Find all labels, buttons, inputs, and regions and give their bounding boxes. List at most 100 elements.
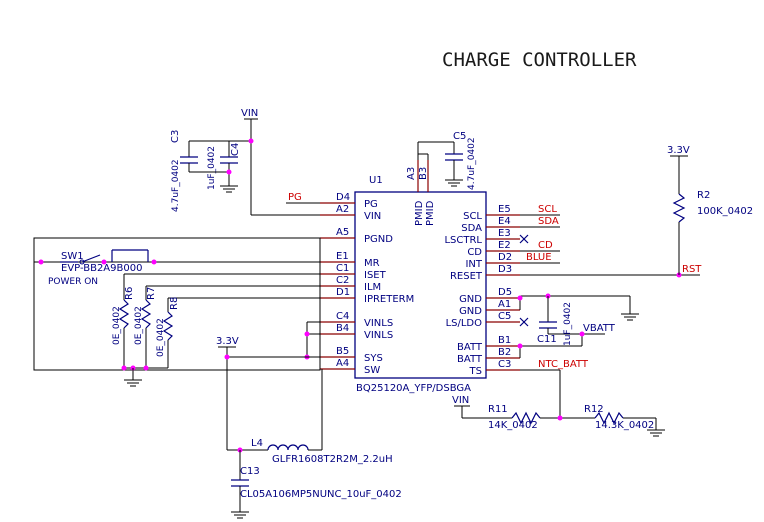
c5-value: 4.7uF_0402 [467,137,477,190]
pmid-section: C5 4.7uF_0402 [417,131,477,190]
r2-ref: R2 [697,190,710,201]
r12-value: 14.3K_0402 [595,420,654,431]
pin-name: SCL [463,211,482,222]
pin-name: TS [469,366,482,377]
pin-num: A1 [498,299,511,310]
pin-name: SDA [461,223,482,234]
junction-dot [557,415,563,421]
junction-dot [517,295,523,301]
junction-dot [224,354,230,360]
pin-num: D4 [336,192,350,203]
r6-ref: R6 [124,287,135,300]
r8-value: 0E_0402 [156,318,166,357]
pin-name: CD [467,247,482,258]
pin-name: VIN [364,211,381,222]
pin-name: GND [459,294,482,305]
resistor-r12-body [594,411,624,425]
ic-u1-part-number: BQ25120A_YFP/DSBGA [356,383,471,394]
net-label-rst: RST [682,264,702,275]
pin-num: B5 [336,346,349,357]
switch-frame [33,237,321,371]
resistor-r2-body [672,193,686,223]
pin-name: SW [364,365,380,376]
pin-name: PMID [425,200,436,226]
junction-dot [121,365,127,371]
resistor-r7-body [140,299,152,329]
r11-ref: R11 [488,404,508,415]
sys-output-section: 3.3V L4 GLFR1608T2R2M_2.2uH C13 CL05A106… [216,321,402,519]
r8-ref: R8 [169,297,180,310]
pin-num: C5 [498,311,511,322]
pin-name: GND [459,306,482,317]
pin-name: BATT [457,342,483,353]
junction-dot [517,343,523,349]
sw1-value: EVP-BB2A9B000 [61,263,142,274]
c3-value: 4.7uF_0402 [171,159,181,212]
resistor-r8-body [162,311,174,341]
pin-num: E2 [498,240,511,251]
r11-value: 14K_0402 [488,420,538,431]
pin-num: E5 [498,204,511,215]
pin-name: VINLS [364,318,393,329]
c11-value: 1uF_0402 [563,302,573,346]
net-label-pg: PG [288,192,302,203]
pin-name: LSCTRL [444,235,482,246]
schematic-title: CHARGE CONTROLLER [442,49,637,71]
pin-name: SYS [364,353,383,364]
pin-name: PMID [414,200,425,226]
sw1-ref: SW1 [61,251,84,262]
net-label-ntc-batt: NTC_BATT [538,359,589,370]
resistor-r11-body [511,411,541,425]
pin-num: A4 [336,358,349,369]
net-label-vbatt: VBATT [583,323,616,334]
pin-name: INT [465,259,482,270]
c4-ref: C4 [230,143,241,156]
junction-dot [151,259,157,265]
ic-u1: U1 BQ25120A_YFP/DSBGA D4 A2 A5 E1 C1 C2 … [320,160,520,394]
pin-num: C3 [498,359,511,370]
pin-name: ILM [364,282,381,293]
pin-num: B2 [498,347,511,358]
net-label-sda: SDA [538,216,559,227]
pin-name: PG [364,199,378,210]
pin-name: IPRETERM [364,294,414,305]
pin-num: E3 [498,228,511,239]
pin-name: MR [364,258,380,269]
net-label-3v3-left: 3.3V [216,336,239,347]
r2-value: 100K_0402 [697,206,753,217]
net-label-vin: VIN [241,108,258,119]
pin-name: VINLS [364,330,393,341]
ic-u1-ref: U1 [369,175,383,186]
pin-num: E1 [336,251,349,262]
c13-ref: C13 [240,466,260,477]
pin-num: D2 [498,252,512,263]
pin-num: A5 [336,227,349,238]
resistor-r6-body [118,299,130,329]
pin-num: A3 [406,167,417,180]
pin-num: E4 [498,216,511,227]
c4-value: 1uF_0402 [207,146,217,190]
resistor-r2: 3.3V R2 100K_0402 [667,145,753,275]
junction-dot [38,259,44,265]
junction-dot [101,259,107,265]
c5-ref: C5 [453,131,466,142]
net-label-3v3: 3.3V [667,145,690,156]
ts-divider: VIN R11 14K_0402 R12 14.3K_0402 [452,395,665,437]
pin-num: C2 [336,275,349,286]
pin-num: A2 [336,204,349,215]
c11-ref: C11 [537,334,557,345]
sw1-caption: POWER ON [48,277,98,287]
c13-value: CL05A106MP5NUNC_10uF_0402 [240,489,402,500]
r7-ref: R7 [146,287,157,300]
pin-num: D5 [498,287,512,298]
inductor-l4-coil [267,444,309,451]
junction-dot [248,138,254,144]
pin-name: LS/LDO [446,318,483,329]
pin-num: D3 [498,264,512,275]
pin-num: C1 [336,263,349,274]
junction-dot [304,331,310,337]
net-label-cd: CD [538,240,553,251]
pin-name: PGND [364,234,393,245]
r12-ref: R12 [584,404,604,415]
